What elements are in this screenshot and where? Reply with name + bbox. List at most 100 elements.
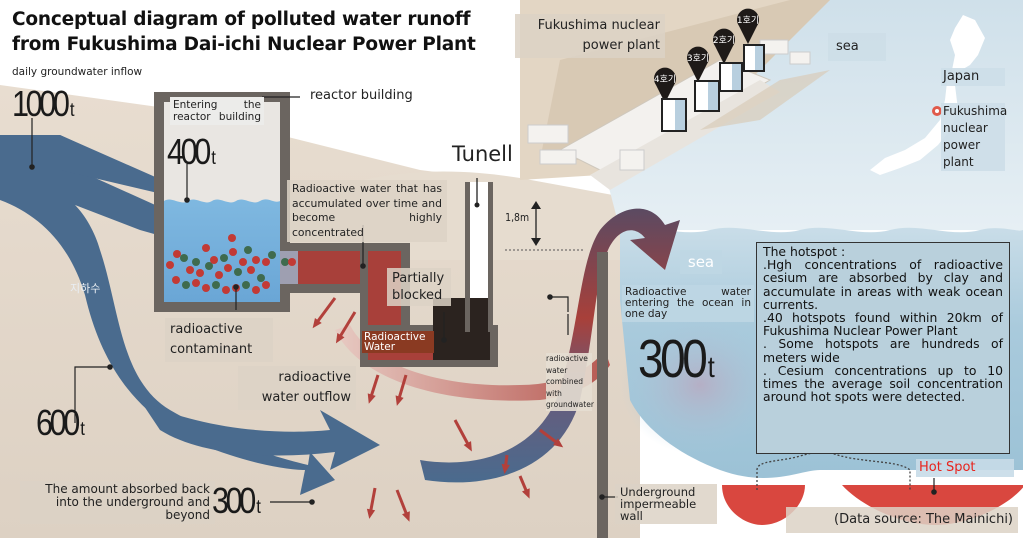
impermeable-wall-label: Underground impermeable wall [615, 484, 717, 524]
page-title: Conceptual diagram of polluted water run… [12, 8, 476, 58]
leak-arrow-head [501, 463, 510, 474]
unit-1-label: 1호기 [736, 16, 760, 26]
unit-2-marker: 2호기 [711, 26, 737, 64]
radioactive-particle [180, 254, 188, 262]
sea-label-upper: sea [828, 33, 886, 61]
title-line-2: from Fukushima Dai-ichi Nuclear Power Pl… [12, 33, 476, 55]
radioactive-particle [268, 251, 276, 259]
title-line-1: Conceptual diagram of polluted water run… [12, 9, 471, 30]
radioactive-particle [186, 266, 194, 274]
shaft-inner [470, 182, 488, 298]
radioactive-particle [210, 256, 218, 264]
hotspot-info-box: The hotspot : .Hgh concentrations of rad… [756, 242, 1010, 454]
radioactive-particle [205, 262, 213, 270]
groundwater-flow [0, 135, 335, 495]
radioactive-particle [173, 250, 181, 258]
unit-3-building [694, 80, 720, 112]
radioactive-particle [288, 258, 296, 266]
absorbed-amount-value: 300 [212, 480, 256, 521]
radioactive-contaminant-label: radioactive contaminant [165, 318, 273, 362]
leak-arrow-head [367, 393, 376, 404]
unit-4-label: 4호기 [653, 75, 677, 85]
groundwater-lower-arrow [140, 400, 380, 470]
sea-label-lower: sea [680, 250, 722, 274]
radioactive-particle [257, 274, 265, 282]
unit-4-marker: 4호기 [652, 65, 678, 103]
impermeable-wall [597, 252, 608, 538]
radioactive-particle [234, 268, 242, 276]
unit-2-label: 2호기 [712, 36, 736, 46]
ocean-entering-caption: Radioactive water entering the ocean in … [622, 285, 754, 322]
radioactive-particle [196, 269, 204, 277]
height-marker-arrow-up [531, 201, 541, 209]
unit-2-building [719, 62, 743, 92]
radioactive-particle [244, 246, 252, 254]
inflow-amount-value: 1000 [12, 83, 70, 124]
accumulated-water-caption: Radioactive water that has accumulated o… [287, 180, 447, 242]
entering-reactor-amount-value: 400 [167, 131, 211, 172]
leak-arrow-head [463, 441, 472, 452]
leak-arrow-head [553, 438, 564, 448]
leak-arrow-head [521, 488, 530, 499]
accumulated-water-text: Radioactive water that has accumulated o… [292, 182, 442, 239]
leak-arrow-head [395, 395, 404, 406]
hotspot-point-1: .Hgh concentrations of radioactive cesiu… [763, 257, 1003, 312]
japan-label: Japan [941, 68, 1005, 86]
radioactive-particle [252, 286, 260, 294]
partially-blocked-caption: Partially blocked [387, 268, 451, 306]
radioactive-particle [262, 281, 270, 289]
leak-arrow-head [402, 511, 410, 522]
absorbed-unit: t [256, 496, 261, 518]
radioactive-particle [262, 258, 270, 266]
radioactive-particle [229, 248, 237, 256]
radioactive-particle [220, 254, 228, 262]
unit-3-marker: 3호기 [685, 44, 711, 82]
groundwater-unit: t [80, 418, 85, 440]
callout-dots [29, 164, 937, 505]
combined-water-label: radioactive water combined with groundwa… [546, 353, 594, 411]
ocean-entering-caption-text: Radioactive water entering the ocean in … [625, 286, 751, 320]
groundwater-korean-label: 지하수 [70, 282, 101, 295]
map-plant-label: Fukushima nuclear power plant [941, 103, 1008, 171]
radioactive-particle [228, 234, 236, 242]
entering-reactor-caption-text: Entering the reactor building [173, 99, 261, 124]
radioactive-particle [182, 281, 190, 289]
data-source-label: (Data source: The Mainichi) [786, 507, 1018, 533]
hotspot-point-3: . Some hotspots are hundreds of meters w… [763, 336, 1003, 365]
shaft-left-wall [465, 182, 470, 332]
radioactive-particle [172, 276, 180, 284]
shaft-right-wall [488, 182, 493, 332]
radioactive-water-outflow-label: radioactive water outflow [238, 366, 356, 410]
radioactive-particle [239, 258, 247, 266]
reactor-building-label: reactor building [310, 88, 413, 103]
inflow-unit: t [69, 99, 75, 121]
radioactive-particle [252, 256, 260, 264]
plant-label: Fukushima nuclear power plant [515, 14, 665, 58]
entering-reactor-unit: t [211, 147, 216, 169]
shaft-water [470, 298, 488, 332]
tunnel-label: Tunell [446, 140, 519, 169]
leak-arrow-head [335, 333, 345, 344]
corridor-fade [280, 251, 298, 284]
radioactive-particle [212, 281, 220, 289]
radioactive-water-label: Radioactive Water [362, 331, 434, 353]
radioactive-particle [192, 279, 200, 287]
sea-contamination-cloud [620, 315, 780, 455]
radioactive-particle [166, 261, 174, 269]
leak-arrow-head [312, 318, 322, 329]
radioactive-particles [166, 234, 296, 294]
hotspot-heading: The hotspot : [763, 244, 846, 259]
ocean-unit: t [707, 351, 715, 384]
unit-1-building [743, 44, 765, 72]
combined-flow-arc [420, 208, 680, 483]
unit-3-label: 3호기 [686, 54, 710, 64]
hotspot-small [722, 485, 805, 525]
radioactive-particle [224, 264, 232, 272]
radioactive-particle [215, 271, 223, 279]
radioactive-particle [192, 258, 200, 266]
inflow-caption: daily groundwater inflow [12, 66, 143, 78]
